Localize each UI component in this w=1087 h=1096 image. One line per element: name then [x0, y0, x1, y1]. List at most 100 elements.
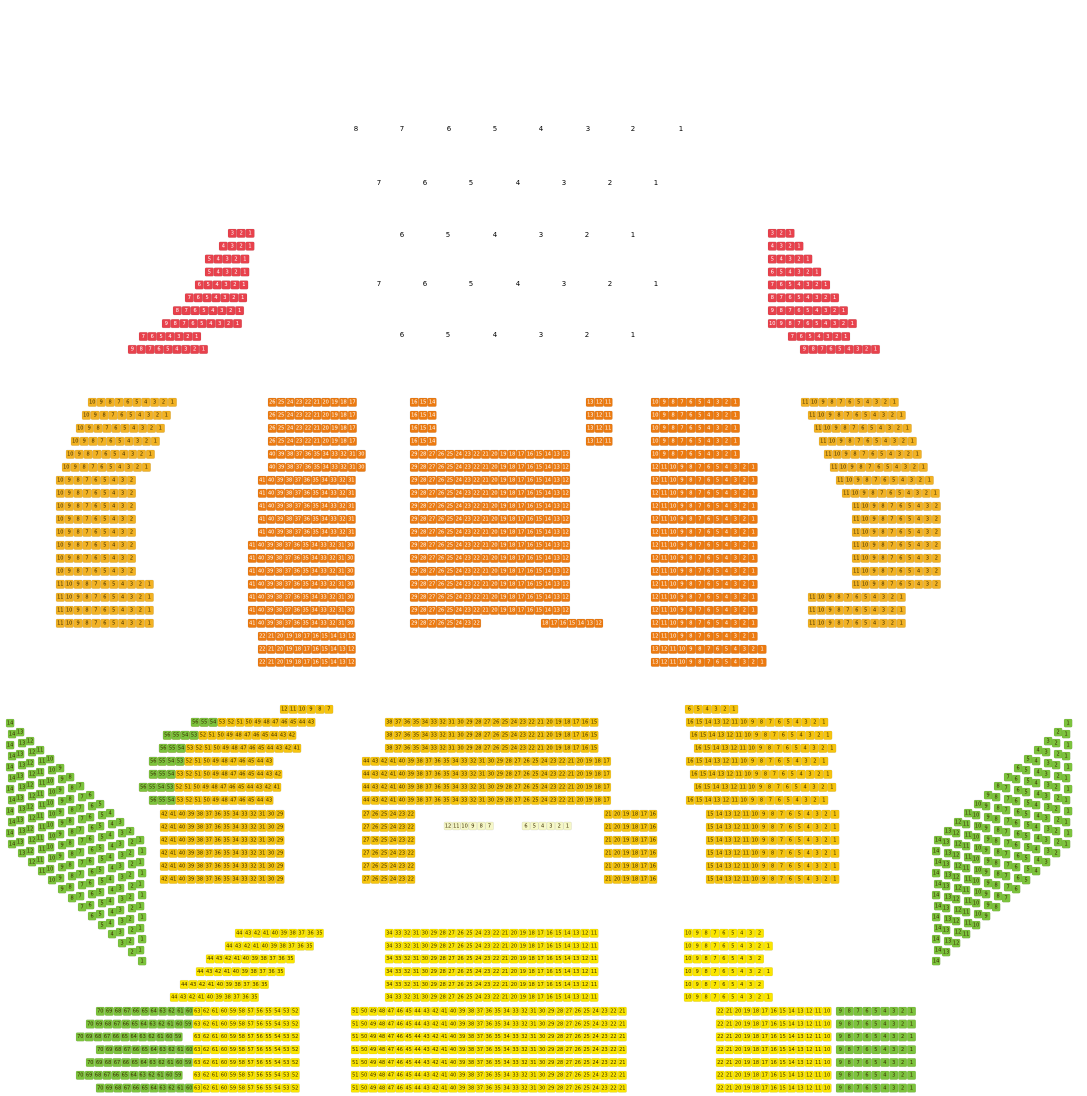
seat[interactable]: 8 — [82, 605, 92, 615]
seat[interactable]: 55 — [171, 730, 181, 740]
seat[interactable]: 36 — [213, 835, 223, 845]
seat[interactable]: 6 — [686, 410, 696, 420]
seat[interactable]: 24 — [509, 717, 519, 727]
seat[interactable]: 22 — [472, 592, 482, 602]
seat[interactable]: 35 — [222, 809, 232, 819]
seat[interactable]: 2 — [915, 475, 925, 485]
seat[interactable]: 17 — [516, 462, 526, 472]
seat[interactable]: 32 — [438, 730, 448, 740]
seat[interactable]: 42 — [283, 743, 293, 753]
seat[interactable]: 12 — [346, 631, 356, 641]
box-number[interactable]: 1 — [654, 179, 658, 187]
seat[interactable]: 23 — [463, 618, 473, 628]
seat[interactable]: 7 — [145, 344, 155, 354]
seat[interactable]: 3 — [126, 592, 136, 602]
seat[interactable]: 5 — [115, 436, 125, 446]
seat[interactable]: 17 — [571, 743, 581, 753]
seat[interactable]: 31 — [347, 462, 357, 472]
seat[interactable]: 2 — [931, 514, 941, 524]
box-number[interactable]: 4 — [493, 331, 498, 339]
seat[interactable]: 5 — [713, 631, 723, 641]
seat[interactable]: 9 — [869, 553, 879, 563]
seat[interactable]: 31 — [447, 730, 457, 740]
seat[interactable]: 33 — [319, 605, 329, 615]
seat[interactable]: 2 — [887, 410, 897, 420]
seat[interactable]: 20 — [489, 514, 499, 524]
seat[interactable]: 27 — [427, 449, 437, 459]
seat[interactable]: 8 — [686, 462, 696, 472]
seat[interactable]: 43 — [264, 795, 274, 805]
seat[interactable]: 41 — [257, 501, 267, 511]
seat[interactable]: 10 — [816, 410, 826, 420]
seat[interactable]: 23 — [463, 488, 473, 498]
seat[interactable]: 20 — [545, 743, 555, 753]
seat[interactable]: 11 — [807, 592, 817, 602]
seat[interactable]: 7 — [877, 488, 887, 498]
seat[interactable]: 12 — [650, 579, 660, 589]
box-number[interactable]: 7 — [400, 125, 404, 133]
seat[interactable]: 42 — [159, 848, 169, 858]
seat[interactable]: 11 — [659, 592, 669, 602]
seat[interactable]: 4 — [722, 540, 732, 550]
seat[interactable]: 37 — [283, 566, 293, 576]
seat[interactable]: 5 — [905, 514, 915, 524]
seat[interactable]: 10 — [650, 397, 660, 407]
seat[interactable]: 21 — [481, 605, 491, 615]
seat[interactable]: 47 — [228, 756, 238, 766]
seat[interactable]: 30 — [486, 756, 496, 766]
seat[interactable]: 35 — [411, 717, 421, 727]
seat[interactable]: 10 — [668, 488, 678, 498]
seat[interactable]: 10 — [61, 462, 71, 472]
seat[interactable]: 23 — [548, 769, 558, 779]
seat[interactable]: 3 — [215, 319, 225, 329]
seat[interactable]: 28 — [418, 462, 428, 472]
seat[interactable]: 13 — [552, 592, 562, 602]
seat[interactable]: 40 — [177, 822, 187, 832]
seat[interactable]: 51 — [203, 743, 213, 753]
seat[interactable]: 6 — [194, 280, 204, 290]
seat[interactable]: 5 — [867, 423, 877, 433]
seat[interactable]: 11 — [55, 605, 65, 615]
seat[interactable]: 7 — [776, 293, 786, 303]
seat[interactable]: 18 — [540, 618, 550, 628]
seat[interactable]: 20 — [575, 769, 585, 779]
seat[interactable]: 7 — [843, 605, 853, 615]
seat[interactable]: 8 — [686, 527, 696, 537]
seat[interactable]: 21 — [266, 657, 276, 667]
seat[interactable]: 7 — [695, 592, 705, 602]
seat[interactable]: 3 — [885, 423, 895, 433]
seat[interactable]: 27 — [427, 540, 437, 550]
seat[interactable]: 16 — [525, 501, 535, 511]
seat[interactable]: 32 — [327, 553, 337, 563]
seat[interactable]: 9 — [659, 423, 669, 433]
seat[interactable]: 31 — [477, 782, 487, 792]
seat[interactable]: 38 — [415, 795, 425, 805]
seat[interactable]: 5 — [713, 488, 723, 498]
seat[interactable]: 8 — [878, 579, 888, 589]
seat[interactable]: 6 — [100, 618, 110, 628]
seat[interactable]: 32 — [468, 795, 478, 805]
seat[interactable]: 15 — [589, 717, 599, 727]
seat[interactable]: 22 — [257, 644, 267, 654]
seat[interactable]: 2 — [224, 319, 234, 329]
seat[interactable]: 12 — [561, 579, 571, 589]
seat[interactable]: 40 — [397, 782, 407, 792]
seat[interactable]: 4 — [785, 267, 795, 277]
seat[interactable]: 39 — [275, 527, 285, 537]
seat[interactable]: 36 — [402, 730, 412, 740]
seat[interactable]: 19 — [584, 795, 594, 805]
seat[interactable]: 3 — [217, 306, 227, 316]
seat[interactable]: 22 — [472, 514, 482, 524]
seat[interactable]: 27 — [482, 717, 492, 727]
seat[interactable]: 38 — [195, 809, 205, 819]
seat[interactable]: 16 — [525, 605, 535, 615]
seat[interactable]: 7 — [695, 618, 705, 628]
seat[interactable]: 14 — [543, 579, 553, 589]
seat[interactable]: 38 — [384, 743, 394, 753]
seat[interactable]: 51 — [235, 717, 245, 727]
seat[interactable]: 43 — [264, 769, 274, 779]
seat[interactable]: 48 — [219, 795, 229, 805]
seat[interactable]: 26 — [436, 540, 446, 550]
seat[interactable]: 17 — [516, 449, 526, 459]
seat[interactable]: 34 — [230, 848, 240, 858]
